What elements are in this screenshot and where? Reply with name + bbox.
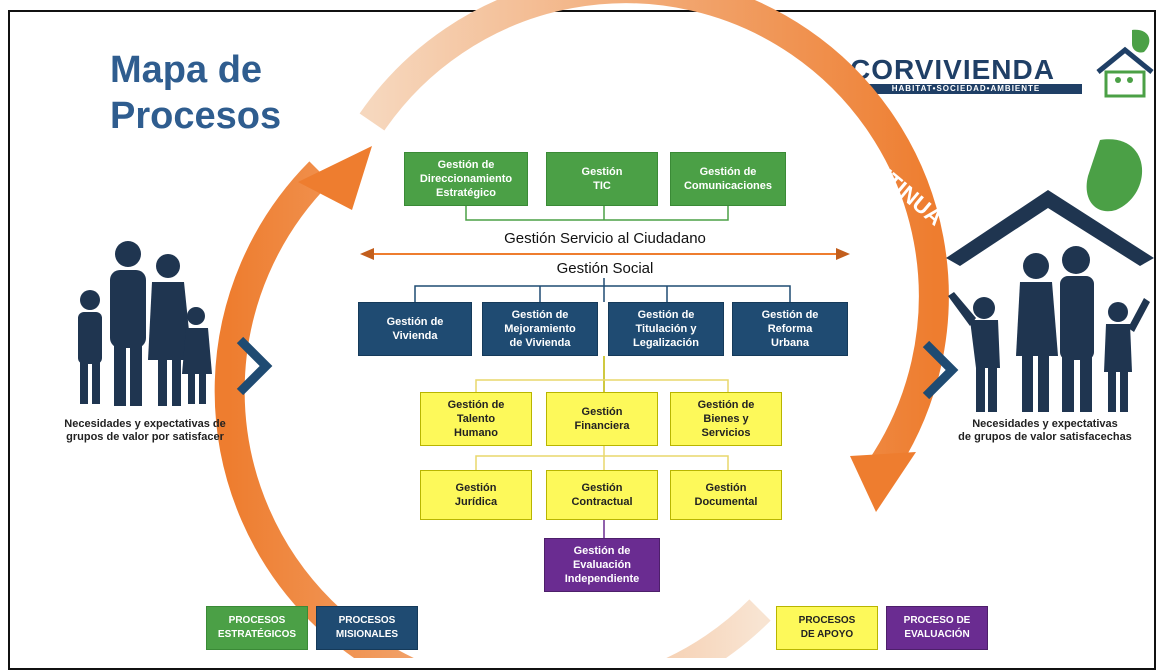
page-title-line2: Procesos bbox=[110, 95, 282, 137]
process-box-bienes-servicios: Gestión de Bienes y Servicios bbox=[670, 392, 782, 446]
process-box-direccionamiento: Gestión de Direccionamiento Estratégico bbox=[404, 152, 528, 206]
process-box-mejoramiento: Gestión de Mejoramiento de Vivienda bbox=[482, 302, 598, 356]
process-box-evaluacion: Gestión de Evaluación Independiente bbox=[544, 538, 660, 592]
family-silhouette-left-icon bbox=[78, 241, 212, 406]
process-box-documental: Gestión Documental bbox=[670, 470, 782, 520]
left-caption: Necesidades y expectativas de grupos de … bbox=[64, 418, 226, 443]
chevron-right-icon-right bbox=[922, 340, 959, 400]
page-title-line1: Mapa de bbox=[110, 49, 263, 91]
social-line-label: Gestión Social bbox=[556, 260, 654, 277]
logo-tagline: HABITAT•SOCIEDAD•AMBIENTE bbox=[850, 84, 1082, 94]
cycle-arrowhead-right bbox=[850, 452, 916, 512]
family-house-silhouette-right-icon bbox=[946, 139, 1154, 412]
logo-house-icon bbox=[1096, 29, 1154, 98]
process-box-talento-humano: Gestión de Talento Humano bbox=[420, 392, 532, 446]
process-box-tic: Gestión TIC bbox=[546, 152, 658, 206]
leaf-icon bbox=[1086, 139, 1143, 212]
right-caption: Necesidades y expectativas de grupos de … bbox=[958, 418, 1132, 443]
process-box-contractual: Gestión Contractual bbox=[546, 470, 658, 520]
process-box-titulacion: Gestión de Titulación y Legalización bbox=[608, 302, 724, 356]
process-box-financiera: Gestión Financiera bbox=[546, 392, 658, 446]
service-line-label: Gestión Servicio al Ciudadano bbox=[504, 230, 706, 247]
process-box-juridica: Gestión Jurídica bbox=[420, 470, 532, 520]
process-box-vivienda: Gestión de Vivienda bbox=[358, 302, 472, 356]
process-box-reforma-urbana: Gestión de Reforma Urbana bbox=[732, 302, 848, 356]
legend-missional: PROCESOS MISIONALES bbox=[316, 606, 418, 650]
logo-wordmark: CORVIVIENDA bbox=[850, 54, 1055, 85]
cycle-arrowhead-left bbox=[298, 146, 372, 210]
legend-support: PROCESOS DE APOYO bbox=[776, 606, 878, 650]
chevron-right-icon-left bbox=[236, 336, 273, 396]
legend-strategic: PROCESOS ESTRATÉGICOS bbox=[206, 606, 308, 650]
legend-evaluation: PROCESO DE EVALUACIÓN bbox=[886, 606, 988, 650]
process-box-comunicaciones: Gestión de Comunicaciones bbox=[670, 152, 786, 206]
